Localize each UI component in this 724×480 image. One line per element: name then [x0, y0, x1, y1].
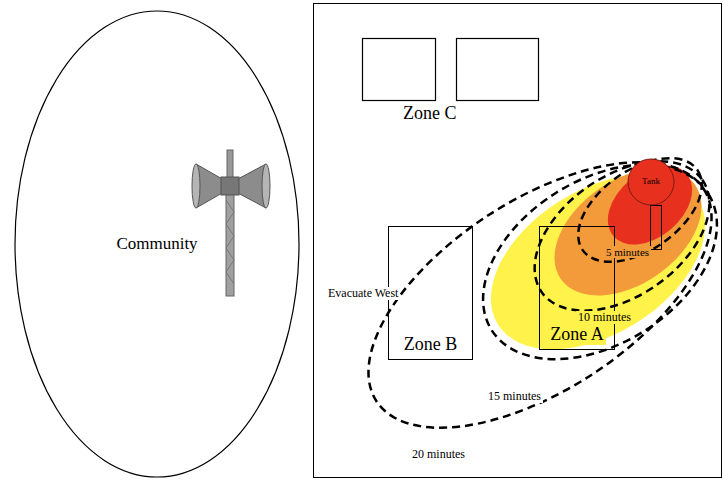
node-text: Tank	[640, 177, 662, 187]
zone-box: Zone A	[539, 226, 615, 350]
time-label: 10 minutes	[576, 311, 633, 324]
time-contour	[325, 109, 724, 480]
time-contour	[560, 137, 721, 283]
building-outline	[363, 39, 436, 101]
plume-inner	[593, 150, 708, 261]
direction-note: Evacuate West	[326, 287, 400, 300]
tank-circle: Tank	[627, 158, 675, 206]
node-text: Community	[114, 235, 199, 254]
time-contour	[448, 125, 724, 400]
node-text: Zone B	[402, 335, 460, 355]
time-label: 20 minutes	[410, 448, 467, 461]
small-outline	[651, 206, 662, 250]
node-text: Zone A	[548, 325, 606, 345]
time-label: 15 minutes	[486, 390, 543, 403]
community-region: Community	[14, 10, 300, 478]
zone-label: Zone C	[401, 104, 459, 124]
time-label: 5 minutes	[604, 246, 651, 258]
siren-symbol	[192, 150, 270, 296]
zone-box: Zone B	[388, 226, 473, 360]
building-outline	[457, 39, 539, 101]
